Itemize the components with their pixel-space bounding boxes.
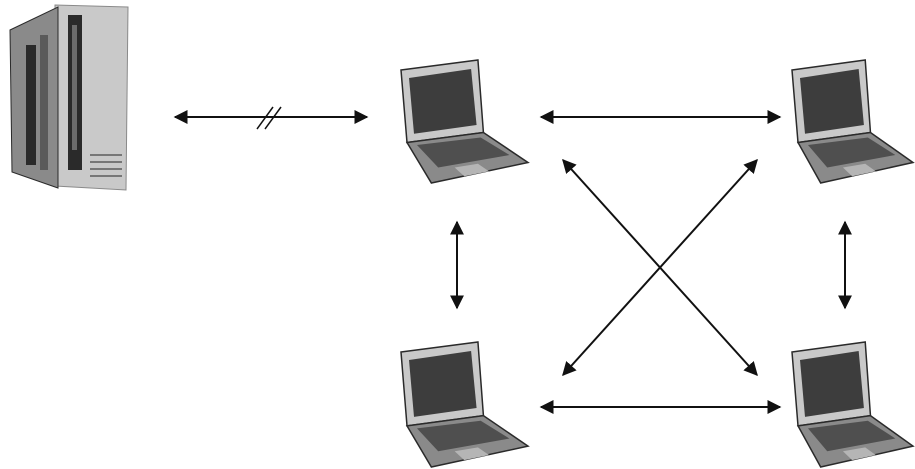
laptop-icon	[400, 341, 530, 468]
laptop-bottom-right	[791, 341, 915, 468]
laptop-top-right	[791, 59, 915, 184]
connection-laptop-bottom-left-to-laptop-top-right	[562, 158, 758, 377]
server-tower-icon	[9, 4, 129, 191]
laptop-bottom-left	[400, 341, 530, 468]
server	[9, 4, 129, 191]
laptop-icon	[791, 59, 915, 184]
link-break-mark	[256, 106, 282, 130]
laptop-top-left	[400, 59, 530, 184]
laptop-icon	[400, 59, 530, 184]
connection-server-to-laptop-top-left	[173, 106, 369, 130]
double-arrow	[562, 158, 758, 377]
laptop-icon	[791, 341, 915, 468]
